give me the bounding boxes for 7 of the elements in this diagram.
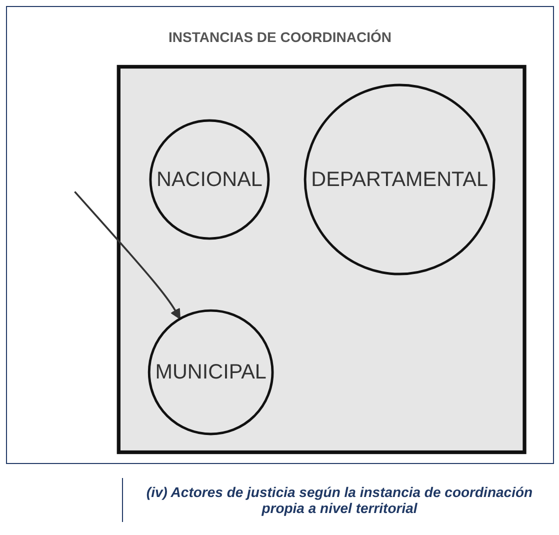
- diagram-title: INSTANCIAS DE COORDINACIÓN: [168, 29, 392, 45]
- node-circle: MUNICIPAL: [148, 309, 274, 436]
- arrow: [74, 191, 180, 320]
- node-circle: NACIONAL: [149, 119, 270, 240]
- cluster: [116, 64, 526, 454]
- caption: (iv) Actores de justicia según la instancia de coordinación propia a nivel territorial: [122, 478, 556, 522]
- node-circle: DEPARTAMENTAL: [304, 84, 496, 276]
